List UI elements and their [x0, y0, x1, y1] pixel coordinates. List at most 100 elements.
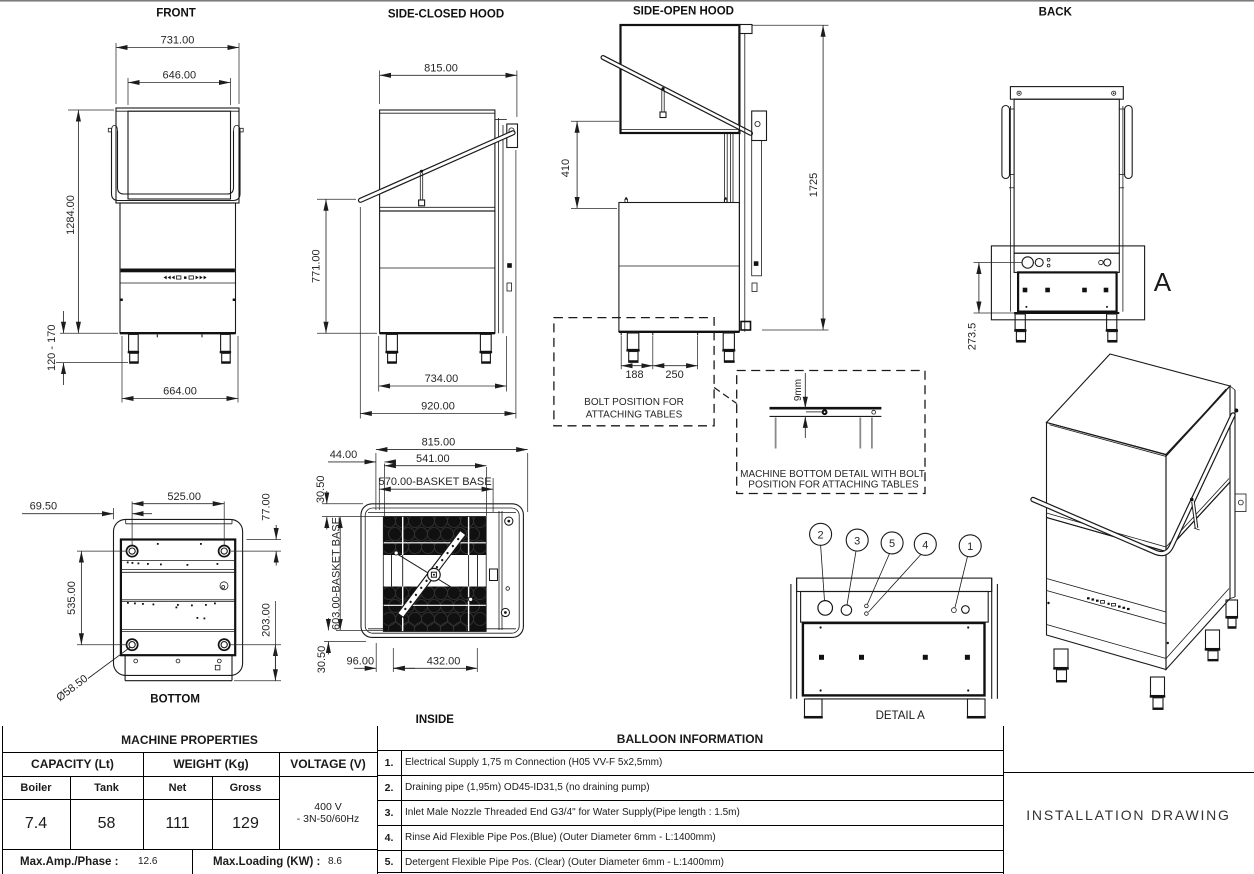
voltage-header: VOLTAGE (V) [290, 757, 366, 771]
balloon-row-num: 5. [384, 856, 394, 868]
side-closed-dim-depth: 815.00 [424, 62, 458, 74]
detail-a-feet [803, 698, 986, 719]
inside-dim-depth: 815.00 [422, 437, 456, 449]
bottom-dim-feet-depth: 535.00 [66, 581, 78, 615]
front-feet [127, 333, 232, 364]
iso-feet [1053, 599, 1239, 710]
inside-dim-rim-front: 30.50 [315, 476, 327, 504]
tank-col-header: Tank [94, 781, 119, 794]
gross-value: 129 [232, 815, 259, 832]
tank-value: 58 [97, 815, 116, 832]
side-open-dim-bolt-front: 188 [625, 369, 643, 381]
boiler-value: 7.4 [24, 815, 48, 832]
detail-a-view: 2 3 5 4 1 [790, 522, 998, 722]
title-block: INSTALLATION DRAWING [1026, 807, 1231, 823]
front-view: FRONT [46, 8, 244, 403]
net-value: 111 [165, 815, 190, 832]
balloon-2: 2 [809, 522, 833, 601]
bottom-detail-caption1: MACHINE BOTTOM DETAIL WITH BOLT [740, 469, 925, 480]
front-dim-foot-height: 120 - 170 [46, 325, 58, 371]
side-closed-dim-height: 771.00 [310, 249, 322, 283]
inside-dim-chamber: 541.00 [416, 453, 450, 465]
front-control-icons [163, 275, 207, 280]
front-control-strip [120, 268, 235, 273]
side-open-dim-bolt-spacing: 250 [665, 369, 683, 381]
side-closed-dim-overall-depth: 920.00 [421, 400, 455, 412]
balloon-3: 3 [845, 528, 869, 606]
svg-text:2: 2 [818, 530, 824, 542]
side-closed-title: SIDE-CLOSED HOOD [388, 9, 504, 21]
bottom-dim-front-offset: 77.00 [261, 493, 273, 521]
detail-a-marker: A [1154, 267, 1172, 297]
side-closed-view: SIDE-CLOSED HOOD [310, 9, 519, 419]
svg-text:3: 3 [854, 535, 860, 547]
inside-dim-arm-length: 432.00 [427, 655, 461, 667]
balloon-row-text: Inlet Male Nozzle Threaded End G3/4" for… [405, 807, 740, 818]
side-closed-feet [385, 333, 493, 364]
balloon-row-num: 1. [384, 756, 394, 769]
front-dim-base-width: 664.00 [163, 386, 197, 398]
machine-bottom-detail: 9mm MACHINE BOTTOM DETAIL WITH BOLT POSI… [736, 369, 926, 495]
back-title: BACK [1039, 7, 1073, 19]
capacity-header: CAPACITY (Lt) [31, 757, 114, 771]
balloon-row-text: Draining pipe (1,95m) OD45-ID31,5 (no dr… [405, 782, 650, 793]
inside-dim-basket-depth: 603.00-BASKET BASE [330, 517, 342, 630]
balloon-row-text: Electrical Supply 1,75 m Connection (H05… [405, 757, 663, 768]
bottom-dim-foot-diameter: Ø58.50 [54, 673, 90, 704]
svg-text:1: 1 [967, 541, 973, 553]
inside-title: INSIDE [416, 714, 455, 726]
iso-control-icons [1087, 597, 1130, 611]
back-dim-connection: 273.5 [966, 323, 978, 351]
gross-col-header: Gross [229, 781, 262, 794]
inside-view: INSIDE [315, 437, 529, 726]
side-open-feet [626, 332, 736, 363]
svg-text:4: 4 [922, 540, 928, 552]
front-dim-total-height: 1284.00 [65, 195, 77, 235]
front-dim-overall-width: 731.00 [161, 35, 195, 47]
detail-a-callout-box [990, 245, 1146, 321]
balloon-row-num: 4. [384, 831, 394, 844]
side-closed-dim-feet-depth: 734.00 [425, 373, 459, 385]
balloon-4: 4 [868, 532, 937, 613]
bottom-view: BOTTOM [22, 491, 281, 705]
balloon-info-title: BALLOON INFORMATION [616, 731, 764, 746]
isometric-view [1030, 353, 1247, 710]
max-loading-value: 8.6 [328, 856, 342, 867]
bolt-position-box [553, 316, 715, 427]
front-view-title: FRONT [156, 8, 196, 20]
detail-a-title: DETAIL A [876, 710, 926, 722]
machine-properties-title: MACHINE PROPERTIES [121, 732, 258, 747]
bottom-dim-foot-offset: 69.50 [30, 501, 58, 513]
back-view: BACK [966, 7, 1171, 351]
bottom-title: BOTTOM [150, 693, 200, 705]
bottom-dim-rear-offset: 203.00 [260, 603, 272, 637]
back-feet [1014, 313, 1118, 343]
balloon-1: 1 [954, 534, 982, 608]
weight-header: WEIGHT (Kg) [173, 757, 249, 771]
front-dim-hood-width: 646.00 [162, 70, 196, 82]
bolt-note-line2: ATTACHING TABLES [586, 409, 683, 420]
net-col-header: Net [168, 781, 187, 794]
bottom-detail-dim: 9mm [793, 379, 804, 401]
boiler-col-header: Boiler [20, 781, 52, 794]
side-open-view: SIDE-OPEN HOOD [553, 6, 829, 427]
max-loading-label: Max.Loading (KW) : [213, 855, 321, 868]
balloon-row-text: Rinse Aid Flexible Pipe Pos.(Blue) (Oute… [405, 832, 716, 843]
balloon-row-num: 3. [384, 806, 394, 819]
max-amp-label: Max.Amp./Phase : [20, 855, 119, 868]
inside-dim-basket-width: 570.00-BASKET BASE [379, 476, 492, 488]
balloon-row-num: 2. [384, 781, 394, 794]
inside-dim-front-gap: 44.00 [330, 449, 358, 461]
side-open-title: SIDE-OPEN HOOD [633, 6, 734, 18]
balloon-5: 5 [867, 531, 904, 605]
bottom-detail-caption2: POSITION FOR ATTACHING TABLES [748, 480, 919, 491]
bottom-screw-dots [126, 543, 219, 620]
inside-dim-rim-rear: 30.50 [316, 646, 328, 674]
voltage-value: 400 V - 3N-50/60Hz [296, 800, 360, 825]
bottom-feet-circles [125, 544, 231, 652]
side-open-dim-height: 1725 [808, 173, 820, 197]
side-open-dim-opening: 410 [560, 159, 572, 177]
svg-text:5: 5 [889, 538, 895, 550]
